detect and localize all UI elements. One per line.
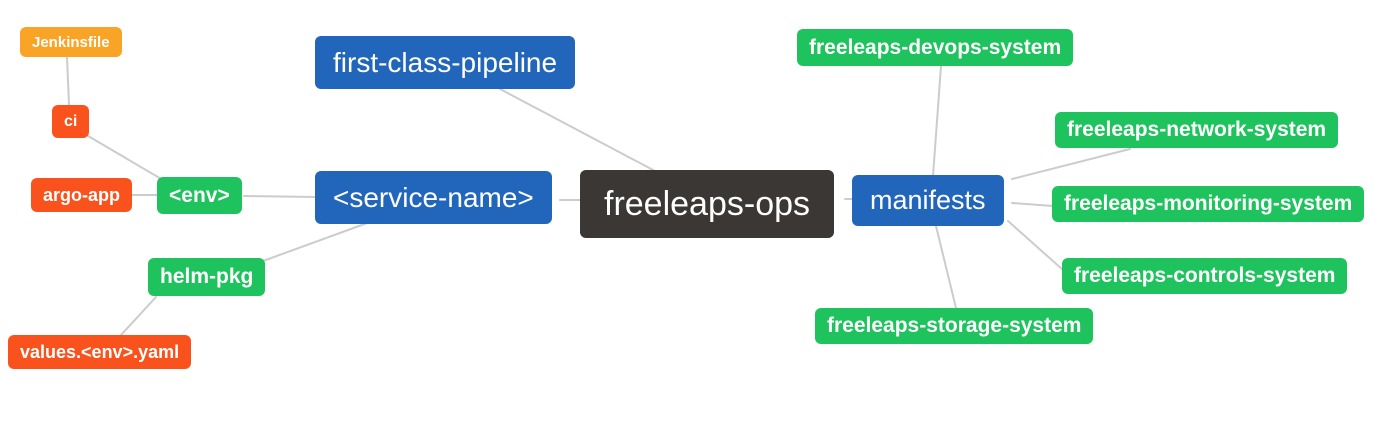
edge-jenkinsfile-ci [66,56,70,106]
edge-values-helmpkg [120,296,157,336]
node-env[interactable]: <env> [157,177,242,214]
edge-fcp-freeleapsops [499,88,656,172]
edge-manifests-monitoring [1011,202,1054,207]
node-freeleaps-network-system[interactable]: freeleaps-network-system [1055,112,1339,148]
edge-manifests-storage [935,225,957,309]
node-helm-pkg[interactable]: helm-pkg [148,258,266,296]
node-argo-app[interactable]: argo-app [31,178,133,212]
node-ci[interactable]: ci [52,105,90,138]
edge-manifests-controls [1007,220,1064,271]
edge-env-servicename [243,195,317,198]
node-freeleaps-monitoring-system[interactable]: freeleaps-monitoring-system [1052,186,1365,222]
edge-ci-env [82,132,164,181]
node-manifests[interactable]: manifests [852,175,1004,226]
node-freeleaps-controls-system[interactable]: freeleaps-controls-system [1062,258,1348,294]
node-service-name[interactable]: <service-name> [315,171,552,224]
edge-manifests-network [1011,148,1131,180]
node-freeleaps-storage-system[interactable]: freeleaps-storage-system [815,308,1094,344]
edge-helmpkg-servicename [262,221,371,262]
node-freeleaps-devops-system[interactable]: freeleaps-devops-system [797,29,1074,66]
node-values-env-yaml[interactable]: values.<env>.yaml [8,335,192,369]
node-first-class-pipeline[interactable]: first-class-pipeline [315,36,576,89]
node-freeleaps-ops[interactable]: freeleaps-ops [580,170,835,238]
edge-manifests-devops [932,65,942,177]
node-jenkinsfile[interactable]: Jenkinsfile [20,27,122,57]
